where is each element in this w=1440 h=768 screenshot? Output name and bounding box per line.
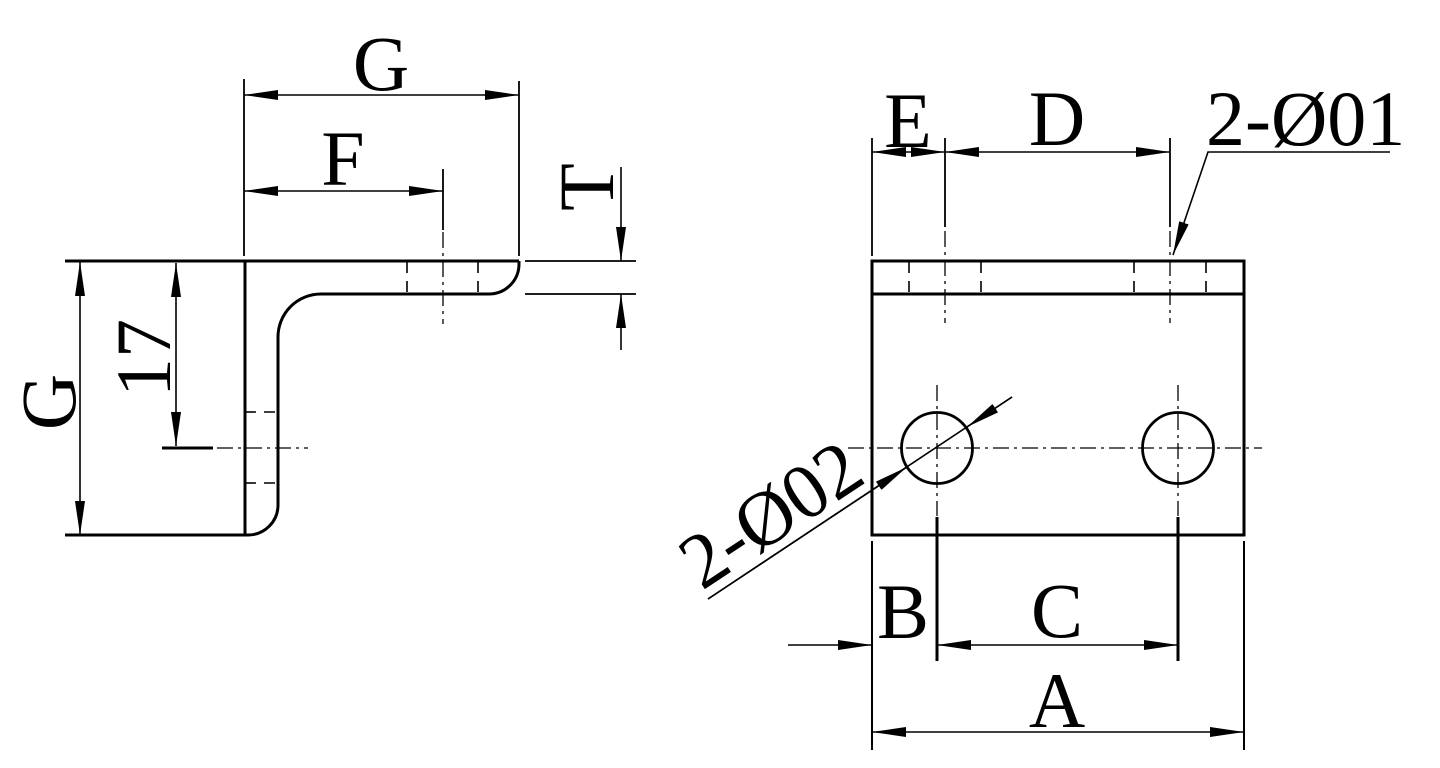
dim-label-e: E: [884, 77, 932, 164]
side-view: G F T G 17: [5, 20, 636, 537]
dim-label-b: B: [877, 568, 929, 655]
dim-label-17: 17: [100, 319, 187, 397]
dim-label-c: C: [1031, 567, 1083, 654]
dim-label-f: F: [321, 115, 364, 202]
front-view: E D B C A 2-Ø01 2-Ø02: [663, 75, 1405, 750]
leg-tip-arc-bottom: [247, 504, 280, 537]
callout-holes-face: 2-Ø02: [663, 423, 877, 606]
dim-label-a: A: [1029, 657, 1085, 744]
plate-outline: [870, 259, 1246, 537]
callout-holes-top: 2-Ø01: [1206, 75, 1405, 162]
dim-label-g-left: G: [5, 374, 92, 430]
bracket-outline: [65, 259, 521, 537]
leg-tip-arc-right: [488, 261, 521, 296]
dim-label-d: D: [1029, 75, 1085, 162]
leader-holes-top: [1172, 151, 1390, 256]
leader-holes-face-arrow1: [707, 466, 908, 600]
bend-fillet: [276, 292, 322, 338]
dim-label-t: T: [543, 163, 630, 211]
leader-holes-face-arrow2: [966, 396, 1013, 428]
dim-label-g-top: G: [353, 20, 409, 107]
